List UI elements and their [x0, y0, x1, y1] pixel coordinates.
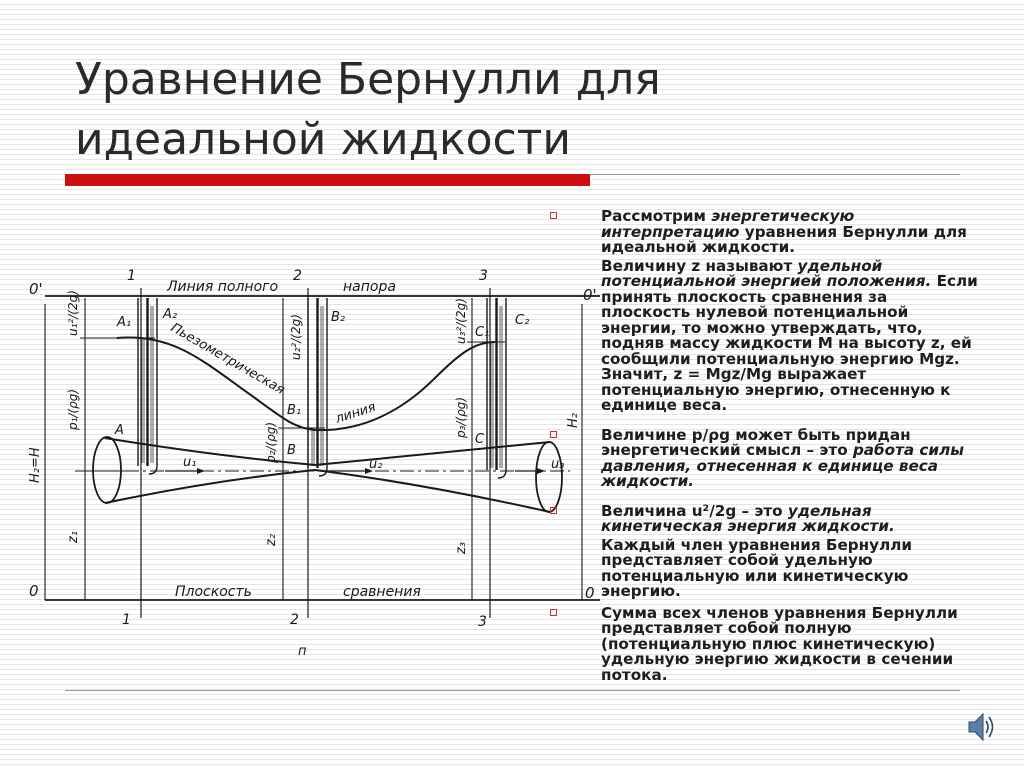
- label-point-a2: A₂: [162, 307, 177, 322]
- label-z2: z₂: [264, 534, 279, 547]
- label-section-1-bottom: 1: [122, 612, 131, 628]
- title-line-1: Уравнение Бернулли для: [75, 54, 661, 105]
- pipe-outline: [104, 437, 551, 513]
- bullet-square-icon: [550, 506, 557, 514]
- label-z1: z₁: [66, 531, 81, 544]
- title-underline-red: [65, 174, 590, 186]
- bullet-square-icon: [550, 608, 557, 616]
- bullet-paragraph: Величине p/ρg может быть придан энергети…: [601, 425, 979, 490]
- label-pressure-head-1: p₁/(ρg): [66, 389, 80, 431]
- text-run: уравнения Бернулли для идеальной жидкост…: [601, 222, 967, 256]
- bullet-item: Величине p/ρg может быть придан энергети…: [549, 425, 979, 490]
- bottom-divider: [65, 690, 960, 691]
- label-point-c1: C₁: [475, 325, 489, 340]
- piezometric-line: [116, 336, 496, 432]
- label-section-1-top: 1: [127, 268, 136, 284]
- label-velocity-head-1: u₁²/(2g): [66, 290, 80, 336]
- label-o-prime-left: 0': [29, 280, 43, 298]
- text-run: Величину z называют: [601, 256, 798, 275]
- label-point-c2: C₂: [515, 313, 529, 328]
- bullet-square-icon: [550, 430, 557, 438]
- label-total-head-2: напора: [343, 279, 396, 295]
- text-run: Величина u²/2g – это: [601, 501, 788, 520]
- bullet-paragraph: Каждый член уравнения Бернулли представл…: [601, 535, 979, 600]
- label-velocity-head-3: u₃²/(2g): [454, 298, 468, 344]
- label-pressure-head-2: p₂/(ρg): [264, 422, 278, 464]
- label-total-head-left: H₂=H: [28, 447, 43, 483]
- title-line-2: идеальной жидкости: [75, 114, 571, 165]
- bullet-item: Сумма всех членов уравнения Бернулли пре…: [549, 603, 979, 684]
- text-run: Каждый член уравнения Бернулли представл…: [601, 535, 912, 600]
- label-velocity-u1: u₁: [183, 455, 196, 470]
- label-velocity-u2: u₂: [369, 457, 382, 472]
- emphasis-text: работа силы давления, отнесенная к едини…: [601, 441, 964, 490]
- text-run: Величине p/ρg может быть придан энергети…: [601, 425, 911, 459]
- bullet-paragraph: Рассмотрим энергетическую интерпретацию …: [601, 207, 979, 256]
- label-point-b2: B₂: [331, 310, 345, 325]
- label-point-c: C: [475, 432, 485, 447]
- liquid-columns: [141, 306, 503, 468]
- label-section-2-top: 2: [293, 268, 302, 284]
- label-plane-2: сравнения: [343, 584, 421, 600]
- label-o-prime-right: 0': [583, 286, 597, 304]
- label-velocity-u3: u₃: [551, 457, 564, 472]
- title-underline: [65, 174, 960, 186]
- label-o-right: 0: [585, 584, 595, 602]
- bullet-square-icon: [550, 212, 557, 219]
- emphasis-text: удельной потенциальной энергией положени…: [601, 256, 932, 290]
- label-o-left: 0: [29, 582, 39, 600]
- bullet-list: Рассмотрим энергетическую интерпретацию …: [549, 207, 979, 684]
- pipe-outlet: [535, 441, 563, 513]
- label-point-a: A: [114, 423, 124, 438]
- label-velocity-head-2: u₂²/(2g): [289, 314, 303, 360]
- emphasis-text: энергетическую интерпретацию: [601, 207, 855, 241]
- label-section-3-top: 3: [479, 268, 488, 284]
- title-underline-grey: [590, 174, 960, 175]
- piezometer-tubes: [137, 298, 507, 479]
- label-piezometric-1: Пьезометрическая: [168, 320, 287, 398]
- pipe-inlet: [92, 436, 122, 504]
- text-run: Рассмотрим: [601, 207, 712, 225]
- bullet-paragraph: Величина u²/2g – это удельная кинетическ…: [601, 501, 979, 535]
- bullet-paragraph: Сумма всех членов уравнения Бернулли пре…: [601, 603, 979, 684]
- slide-title: Уравнение Бернулли для идеальной жидкост…: [75, 50, 955, 170]
- emphasis-text: удельная кинетическая энергия жидкости.: [601, 501, 895, 535]
- text-run: Сумма всех членов уравнения Бернулли пре…: [601, 603, 958, 684]
- speaker-icon[interactable]: [966, 710, 996, 744]
- velocity-arrows: [165, 468, 545, 474]
- bullet-item: Величина u²/2g – это удельная кинетическ…: [549, 501, 979, 600]
- label-total-head-right: H₂: [566, 413, 581, 428]
- label-piezometric-2: линия: [333, 400, 378, 427]
- label-point-b1: B₁: [287, 403, 301, 418]
- label-section-2-bottom: 2: [290, 612, 299, 628]
- bullet-paragraph: Величину z называют удельной потенциальн…: [601, 256, 979, 414]
- label-z3: z₃: [454, 542, 469, 555]
- label-section-3-bottom: 3: [478, 614, 487, 630]
- label-point-a1: A₁: [116, 315, 131, 330]
- label-total-head-1: Линия полного: [166, 279, 278, 295]
- bernoulli-diagram: 0' 0' 0 0 1 2 3 1 2 3 Линия полного напо…: [28, 268, 600, 658]
- diagram-caption: п: [298, 644, 307, 658]
- dimension-lines: [44, 298, 583, 600]
- label-point-b: B: [287, 443, 296, 458]
- label-plane-1: Плоскость: [175, 584, 252, 600]
- bullet-item: Рассмотрим энергетическую интерпретацию …: [549, 207, 979, 414]
- text-run: Если принять плоскость сравнения за плос…: [601, 272, 978, 414]
- label-pressure-head-3: p₃/(ρg): [454, 397, 468, 439]
